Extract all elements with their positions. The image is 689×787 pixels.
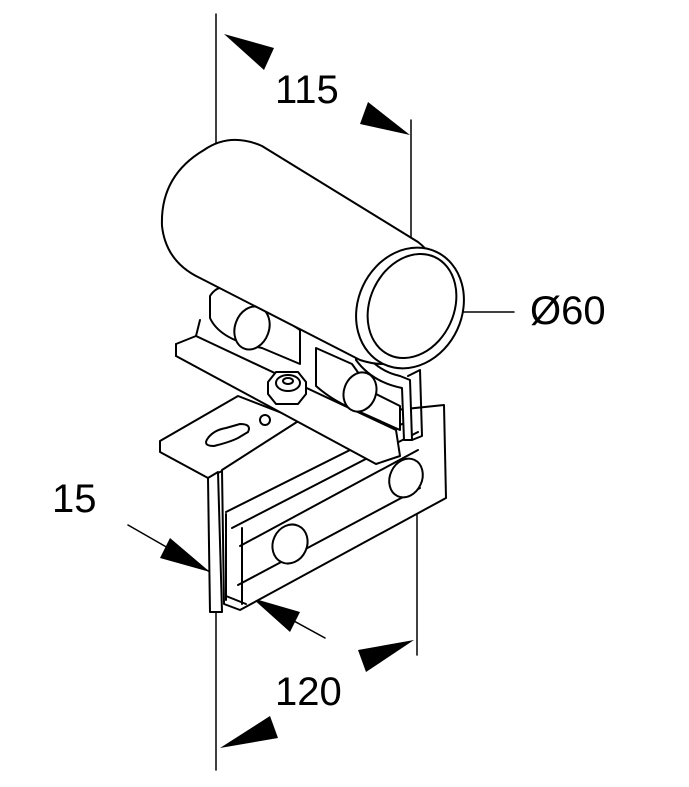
arrow-120-left [220,716,278,748]
bolt-nut [267,371,307,405]
slot-hole [205,423,250,447]
pipe-cylinder [160,139,465,370]
arrow-15-right [252,598,300,632]
dim-120-label: 120 [275,670,342,714]
channel-hole-left [271,523,309,565]
dimension-labels: 115 Ø60 15 120 [52,68,606,714]
dim-diameter-label: Ø60 [530,289,606,333]
arrow-115-left [224,34,274,70]
dimension-lines [127,13,515,771]
arrow-115-right [360,102,410,135]
dim-15-label: 15 [52,477,97,521]
channel-hole-right [388,457,424,499]
arrow-15-left [160,538,210,572]
dim-115-label: 115 [275,68,339,112]
dimension-arrows [160,34,414,748]
small-hole [259,414,271,426]
arrow-120-right [358,640,414,672]
